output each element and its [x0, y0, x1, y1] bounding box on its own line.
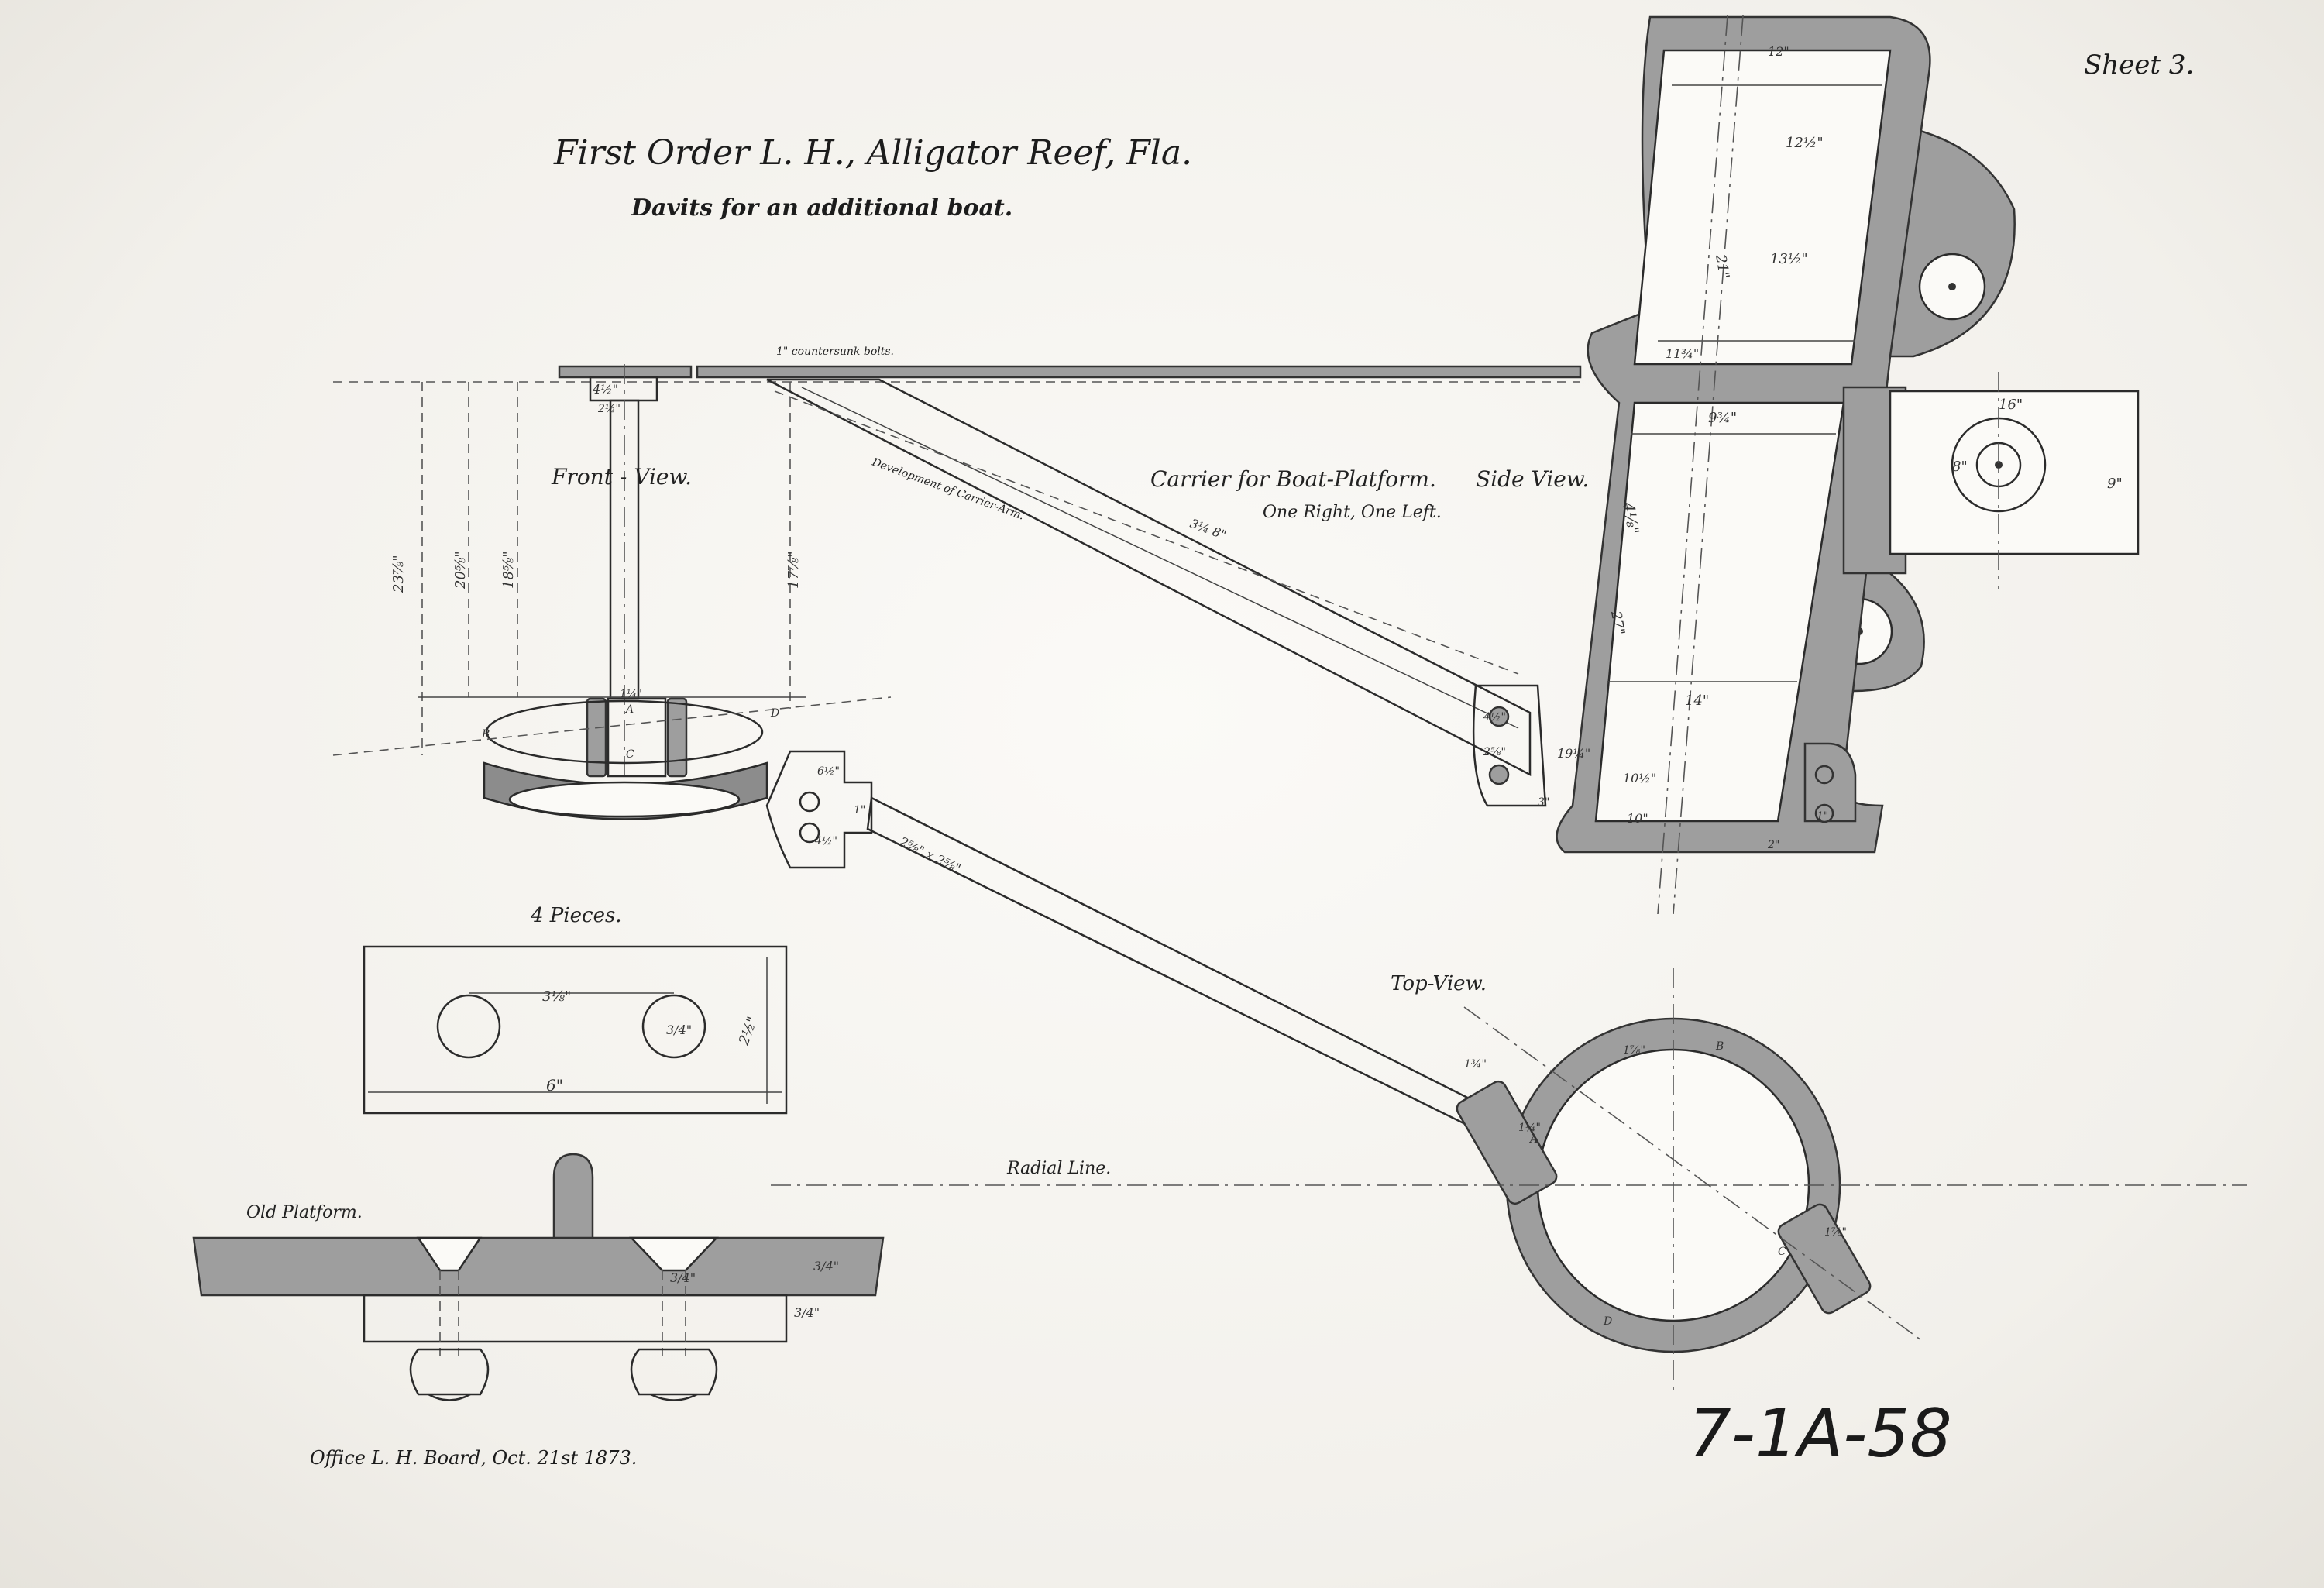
dim-top-1: B [1715, 1040, 1724, 1053]
dim-side-10: 10½" [1623, 771, 1656, 785]
dim-plate-4: 3/4" [670, 1270, 696, 1285]
dim-arm-7: 1¾" [1464, 1058, 1487, 1071]
dim-side-8: 14" [1685, 693, 1709, 709]
dim-side-13: 2" [1767, 839, 1779, 851]
front-view [332, 364, 892, 820]
dim-side-12: 3" [1538, 796, 1549, 809]
dim-side-1: 12½" [1786, 135, 1824, 151]
platform-bar [333, 365, 1582, 383]
carrier-title: Carrier for Boat-Platform. [1150, 466, 1436, 492]
platform-section [192, 1153, 885, 1401]
dim-side-4: 11¾" [1666, 346, 1699, 361]
dim-top-6: D [1603, 1315, 1612, 1328]
dim-front-4: 18⅝" [500, 551, 517, 589]
dim-plate-1: 3/4" [666, 1023, 692, 1037]
dim-top-0: 1⅞" [1623, 1044, 1645, 1057]
dim-top-5: C [1778, 1246, 1786, 1258]
dim-front-2: 23⅞" [390, 555, 407, 593]
dim-side-3: 13½" [1770, 251, 1808, 267]
drawing-title: First Order L. H., Alligator Reef, Fla. [553, 133, 1192, 173]
sheet-label: Sheet 3. [2084, 50, 2194, 81]
dim-side-11: 10" [1627, 811, 1648, 826]
catalog-number: 7-1A-58 [1689, 1395, 1952, 1473]
dim-front-6: 1¼" [620, 688, 642, 700]
one-right-one-left: One Right, One Left. [1263, 503, 1442, 522]
dim-top-2: 1¼" [1518, 1122, 1541, 1134]
column-socket-side-view [1556, 15, 2140, 915]
dim-top-4: 1⅞" [1824, 1226, 1847, 1239]
dim-side-5: 9¾" [1708, 410, 1737, 426]
countersunk-bolts-note: 1" countersunk bolts. [776, 345, 894, 358]
dim-front-3: 20⅝" [452, 551, 469, 589]
plate-plan [363, 945, 788, 1115]
dim-side-9: 19¼" [1557, 746, 1590, 761]
old-platform-label: Old Platform. [246, 1203, 363, 1222]
drawing-subtitle: Davits for an additional boat. [631, 194, 1012, 222]
carrier-arm [766, 378, 1547, 807]
dim-arm-5: 4½" [1483, 711, 1506, 724]
four-pieces-label: 4 Pieces. [530, 904, 622, 927]
dim-front-1: 2½" [597, 403, 621, 415]
dim-top-3: A [1528, 1133, 1538, 1146]
front-view-label: Front - View. [551, 464, 692, 490]
dim-arm-6: 2⅝" [1483, 746, 1506, 758]
dim-side-15: 8" [1952, 459, 1968, 475]
top-view [765, 750, 1922, 1394]
dim-front-0: 4½" [592, 382, 618, 397]
dim-plate-5: 3/4" [813, 1259, 839, 1273]
dim-front-10: D [770, 707, 779, 720]
side-view-label: Side View. [1476, 466, 1589, 492]
dim-plate-2: 6" [546, 1076, 563, 1095]
dim-arm-3: 4½" [814, 835, 837, 847]
radial-line-label: Radial Line. [1006, 1159, 1111, 1178]
development-note: Development of Carrier-Arm. [870, 455, 1026, 522]
dim-side-17: 1" [1817, 810, 1828, 823]
dim-plate-6: 3/4" [794, 1305, 820, 1320]
dim-side-0: 12" [1768, 44, 1789, 59]
dim-arm-0: 3¼ 8" [1188, 516, 1229, 542]
dim-plate-0: 3⅛" [542, 988, 571, 1005]
dim-side-16: 9" [2107, 476, 2123, 492]
dim-side-14: 16" [1999, 397, 2023, 413]
dim-front-7: B [481, 728, 490, 741]
top-view-label: Top-View. [1391, 972, 1487, 995]
dim-front-9: C [626, 748, 634, 761]
dim-front-8: A [624, 703, 634, 716]
dim-arm-2: 1" [854, 804, 865, 816]
dim-front-5: 17⅞" [786, 551, 802, 589]
dim-plate-3: 2½" [736, 1015, 761, 1048]
dim-arm-1: 6½" [817, 765, 840, 778]
office-note: Office L. H. Board, Oct. 21st 1873. [310, 1447, 637, 1469]
